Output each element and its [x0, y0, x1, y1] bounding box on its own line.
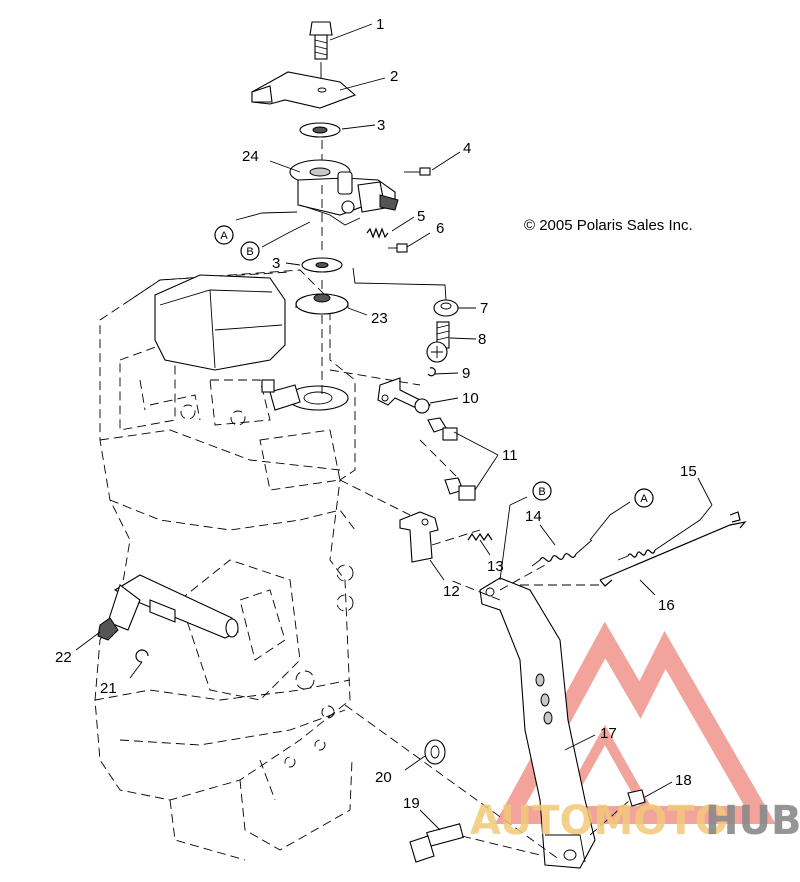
- svg-text:A: A: [640, 493, 648, 505]
- part-18-nut: [627, 789, 646, 807]
- part-11-bolt-lower: [444, 477, 476, 501]
- part-13-spring: [467, 532, 493, 542]
- part-16-link-rod: [599, 511, 747, 587]
- part-label-18: 18: [675, 772, 692, 789]
- part-4-screw: [404, 167, 431, 176]
- part-label-17: 17: [600, 725, 617, 742]
- callout-a-left: A: [214, 225, 234, 245]
- part-label-13: 13: [487, 558, 504, 575]
- svg-text:HUB: HUB: [705, 798, 800, 844]
- part-label-22: 22: [55, 649, 72, 666]
- copyright-text: © 2005 Polaris Sales Inc.: [524, 217, 693, 234]
- rocker-cover: [154, 274, 286, 371]
- part-label-8: 8: [478, 331, 486, 348]
- part-label-9: 9: [462, 365, 470, 382]
- part-20-washer: [424, 739, 446, 765]
- part-label-6: 6: [436, 220, 444, 237]
- part-8-bolt: [426, 321, 450, 363]
- part-label-19: 19: [403, 795, 420, 812]
- part-label-2: 2: [390, 68, 398, 85]
- part-label-11: 11: [502, 447, 518, 464]
- part-17-pedal-arm: [479, 577, 596, 869]
- part-label-15: 15: [680, 463, 697, 480]
- shift-shaft: [97, 574, 239, 641]
- part-7-nut: [433, 299, 459, 317]
- part-12-bracket: [399, 511, 439, 563]
- part-label-24: 24: [242, 148, 259, 165]
- part-11-bolt-upper: [427, 417, 458, 441]
- svg-text:B: B: [538, 486, 545, 498]
- part-label-1: 1: [376, 16, 384, 33]
- part-1-bolt: [309, 21, 333, 60]
- callout-b-left: B: [240, 241, 260, 261]
- part-label-10: 10: [462, 390, 479, 407]
- part-19-bolt: [409, 823, 464, 863]
- watermark-logo: [494, 621, 776, 824]
- part-10-bracket: [377, 377, 431, 414]
- part-label-3-lower: 3: [272, 255, 280, 272]
- part-label-3-top: 3: [377, 117, 385, 134]
- svg-text:AUTOMOTO: AUTOMOTO: [470, 798, 729, 844]
- part-label-21: 21: [100, 680, 117, 697]
- watermark-text: AUTOMOTO HUB: [470, 798, 800, 844]
- part-3-washer-top: [299, 122, 341, 138]
- svg-text:A: A: [220, 230, 228, 242]
- part-14-spring: [531, 539, 593, 567]
- part-label-4: 4: [463, 140, 471, 157]
- part-label-23: 23: [371, 310, 388, 327]
- part-9-clip: [427, 367, 436, 377]
- part-label-5: 5: [417, 208, 425, 225]
- part-15-spring-rod: [617, 504, 713, 561]
- part-label-12: 12: [443, 583, 460, 600]
- part-5-spring: [366, 227, 389, 239]
- part-3-washer-lower: [301, 257, 343, 273]
- part-label-20: 20: [375, 769, 392, 786]
- part-label-7: 7: [480, 300, 488, 317]
- svg-text:B: B: [246, 246, 253, 258]
- part-label-14: 14: [525, 508, 542, 525]
- part-6-screw: [388, 243, 408, 253]
- governor-plate-mount: [261, 379, 349, 411]
- part-numbers: 1 2 3 24 4 5 6 3 23 7 8 9 10 11 12 13 14…: [55, 16, 697, 812]
- assembly-lines: [321, 140, 631, 861]
- callout-b-right: B: [532, 481, 552, 501]
- part-23-washer: [295, 293, 349, 315]
- part-24-lever: [289, 159, 399, 226]
- part-21-clip: [135, 649, 149, 663]
- part-2-plate: [251, 71, 357, 109]
- leader-lines: [75, 23, 713, 831]
- engine-block: [94, 269, 356, 861]
- part-label-16: 16: [658, 597, 675, 614]
- callout-a-right: A: [634, 488, 654, 508]
